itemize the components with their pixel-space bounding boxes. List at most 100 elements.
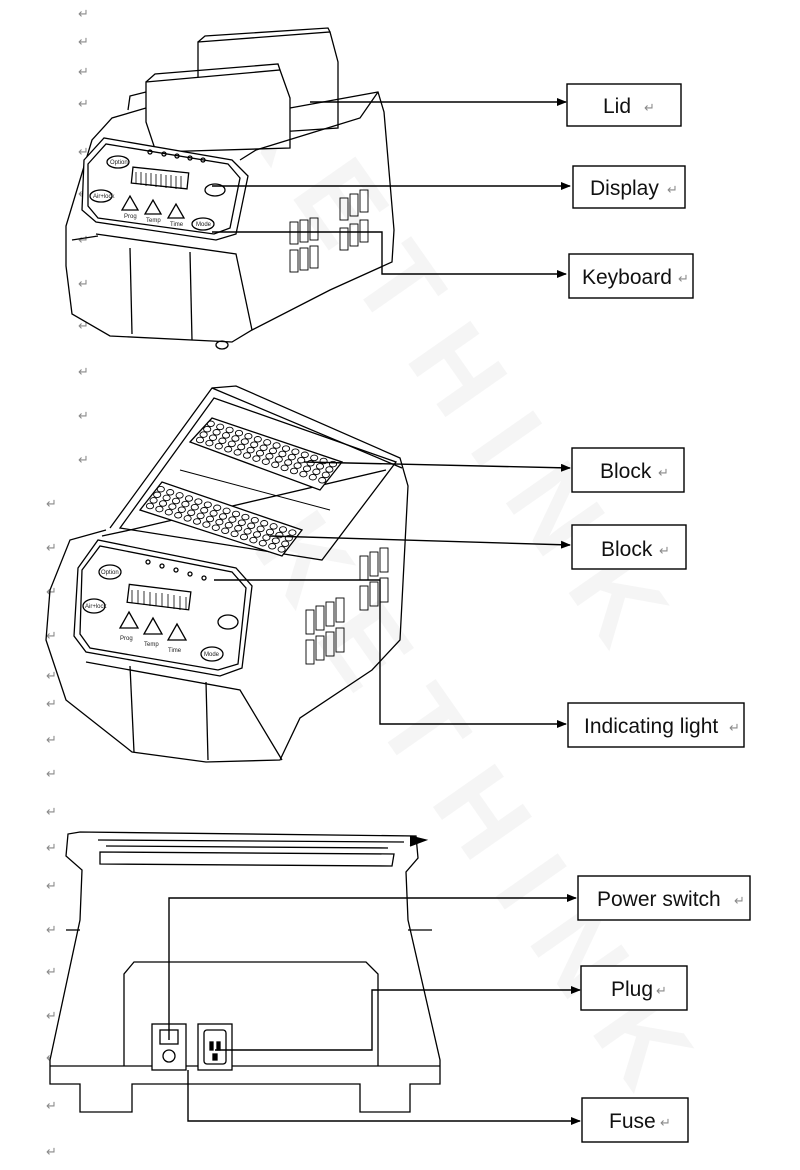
block-well — [289, 467, 299, 475]
block-well — [312, 468, 321, 476]
block-well — [261, 458, 270, 465]
block-well — [234, 429, 244, 437]
paragraph-mark: ↵ — [78, 277, 89, 292]
block-well — [202, 521, 211, 528]
paragraph-mark: ↵ — [78, 319, 89, 334]
paragraph-mark: ↵ — [46, 585, 57, 600]
svg-text:↵: ↵ — [659, 544, 670, 559]
callout-indicating-light-label: Indicating light — [584, 715, 718, 738]
block-well — [302, 465, 312, 472]
paragraph-mark: ↵ — [78, 7, 89, 22]
block-well — [225, 426, 234, 434]
block-well — [260, 520, 269, 527]
paragraph-mark: ↵ — [78, 35, 89, 50]
callout-lid: Lid ↵ — [566, 83, 682, 127]
callout-keyboard: Keyboard ↵ — [568, 253, 694, 299]
block-well — [234, 525, 243, 532]
paragraph-mark: ↵ — [46, 805, 57, 820]
block-well — [246, 446, 255, 454]
svg-text:↵: ↵ — [656, 984, 667, 999]
svg-text:Prog: Prog — [124, 214, 137, 220]
block-well — [300, 451, 309, 459]
block-well — [263, 439, 272, 446]
block-well — [213, 504, 222, 512]
callout-block-1-label: Block — [600, 460, 652, 483]
block-well — [221, 527, 230, 535]
paragraph-mark: ↵ — [78, 365, 89, 380]
svg-text:↵: ↵ — [660, 1116, 671, 1131]
block-well — [196, 512, 205, 520]
block-well — [237, 443, 246, 451]
block-well — [306, 460, 315, 467]
svg-text:Air+lock: Air+lock — [93, 194, 116, 200]
block-well — [265, 528, 275, 536]
block-well — [218, 437, 227, 445]
block-well — [265, 453, 274, 460]
paragraph-mark: ↵ — [46, 879, 57, 894]
block-well — [181, 500, 190, 508]
panel-button-labels: Option Air+lock Mode Prog Temp Time Opti… — [85, 160, 220, 658]
block-well — [239, 533, 249, 541]
block-well — [287, 453, 296, 461]
block-well — [221, 432, 231, 439]
block-well — [199, 431, 208, 438]
block-well — [203, 425, 212, 433]
block-well — [158, 500, 168, 507]
block-well — [203, 501, 212, 508]
block-well — [155, 505, 164, 513]
block-well — [190, 503, 199, 511]
svg-text:Temp: Temp — [144, 642, 159, 648]
paragraph-mark: ↵ — [46, 1009, 57, 1024]
block-well — [183, 515, 192, 522]
svg-text:↵: ↵ — [734, 894, 745, 909]
block-well — [214, 442, 223, 450]
block-well — [325, 466, 334, 473]
block-well — [318, 477, 327, 484]
block-well — [277, 546, 286, 553]
paragraph-mark: ↵ — [46, 1145, 57, 1160]
callout-fuse-label: Fuse — [609, 1110, 656, 1133]
block-well — [184, 495, 194, 502]
block-well — [271, 537, 280, 544]
svg-text:Option: Option — [101, 570, 119, 576]
block-well — [174, 512, 183, 519]
callout-display-label: Display — [590, 177, 659, 200]
block-well — [194, 498, 203, 505]
svg-text:Time: Time — [170, 222, 184, 228]
block-well — [168, 503, 177, 510]
callout-power-switch-label: Power switch — [597, 888, 721, 911]
block-well — [284, 534, 293, 542]
block-well — [177, 506, 186, 513]
block-well — [278, 526, 288, 533]
block-well — [187, 509, 196, 517]
block-well — [233, 449, 242, 456]
block-well — [224, 446, 233, 453]
block-well — [272, 442, 281, 449]
block-well — [209, 510, 218, 517]
block-well — [319, 457, 328, 465]
block-well — [242, 452, 252, 459]
svg-text:Temp: Temp — [146, 218, 161, 224]
block-well — [241, 513, 250, 521]
block-well — [308, 473, 317, 481]
block-well — [243, 528, 252, 535]
block-well — [259, 444, 268, 452]
paragraph-mark: ↵ — [78, 145, 89, 160]
svg-text:Mode: Mode — [196, 222, 212, 228]
callout-block-1: Block ↵ — [571, 447, 685, 493]
block-well — [149, 497, 158, 504]
block-well — [310, 454, 319, 462]
paragraph-mark: ↵ — [46, 669, 57, 684]
svg-text:↵: ↵ — [667, 183, 678, 198]
paragraph-mark: ↵ — [46, 541, 57, 556]
callout-lid-label: Lid — [603, 95, 631, 118]
paragraph-mark: ↵ — [46, 733, 57, 748]
block-well — [262, 534, 271, 541]
paragraph-mark: ↵ — [46, 841, 57, 856]
block-well — [208, 434, 218, 441]
block-well — [299, 470, 308, 478]
block-well — [284, 459, 293, 466]
block-well — [218, 513, 228, 520]
svg-text:Air+lock: Air+lock — [85, 604, 108, 610]
block-well — [247, 522, 256, 530]
